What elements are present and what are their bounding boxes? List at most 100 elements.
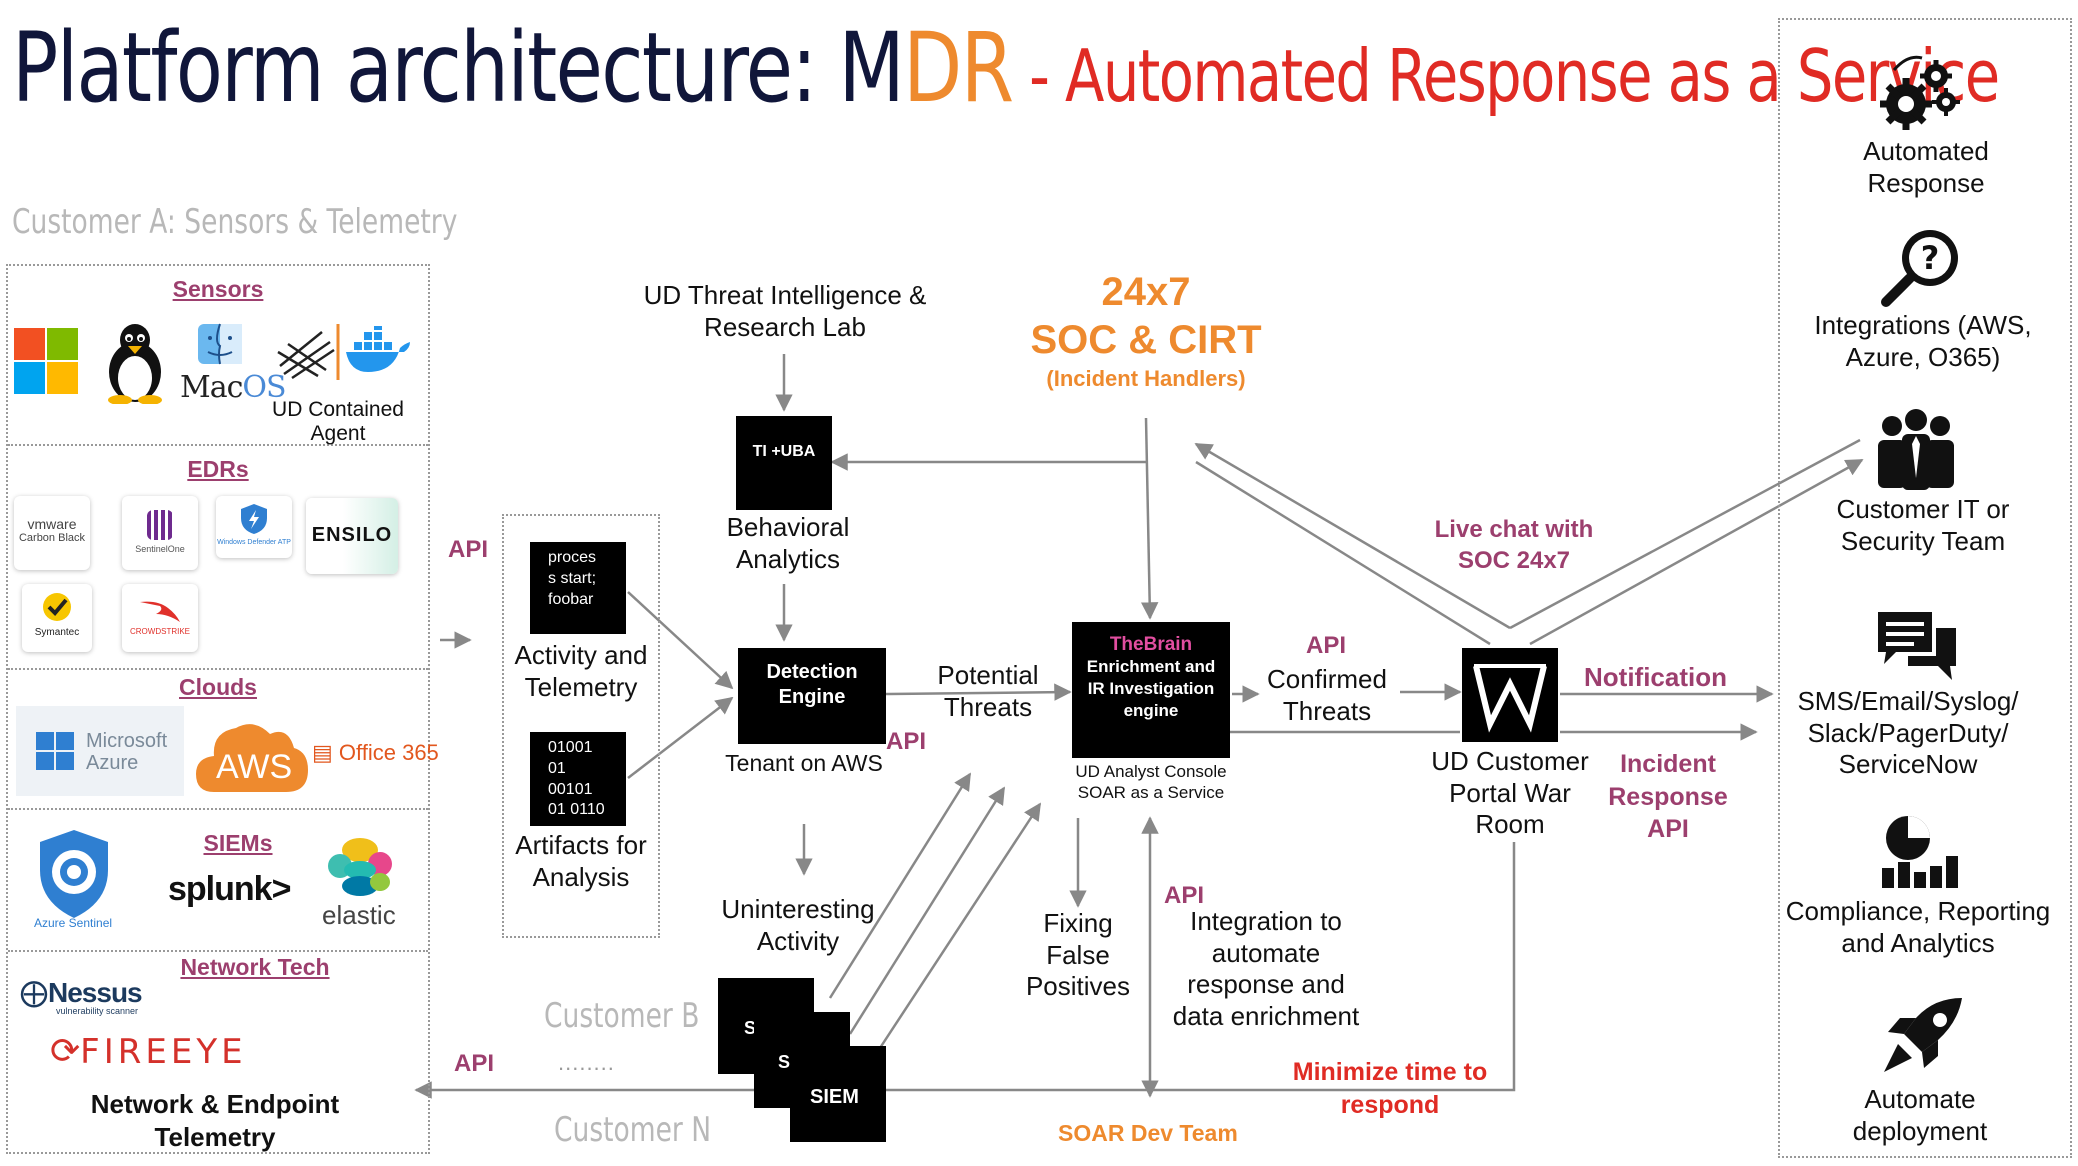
- siem-block-3: SIEM: [790, 1046, 886, 1142]
- arrow-detection-to-brain: [885, 683, 1072, 701]
- api-label-integration: API: [1164, 882, 1205, 909]
- arrow-portal-to-soc-b: [1195, 460, 1491, 646]
- customer-a-section-title: Customer A: Sensors & Telemetry: [12, 202, 458, 242]
- artifacts-label: Artifacts for Analysis: [515, 830, 647, 892]
- gears-icon: [1880, 55, 1960, 130]
- divider-2: [8, 668, 428, 670]
- minimize-time-label: Minimize time to respond: [1292, 1058, 1488, 1119]
- automate-deployment-label: Automate deployment: [1852, 1084, 1988, 1146]
- arrow-siem-2: [848, 786, 1006, 1035]
- svg-text:?: ?: [1921, 239, 1940, 277]
- api-label-bottom-left: API: [454, 1050, 495, 1077]
- ensilo-logo: ENSILO: [306, 498, 398, 574]
- behavioral-analytics-label: Behavioral Analytics: [726, 512, 850, 574]
- sensors-header: Sensors: [172, 276, 264, 302]
- siems-header: SIEMs: [203, 830, 273, 856]
- network-tech-header: Network Tech: [180, 954, 330, 980]
- automated-response-label: Automated Response: [1863, 136, 1989, 198]
- office365-logo: ▤ Office 365: [312, 740, 439, 765]
- ud-agent-label: UD Contained Agent: [272, 398, 404, 446]
- activity-telemetry-label: Activity and Telemetry: [514, 640, 648, 702]
- customer-a-panel: [6, 264, 430, 1154]
- docker-icon: [346, 326, 410, 372]
- chat-icon: [1878, 612, 1956, 680]
- binary-block: 01001 01 00101 01 0110: [530, 732, 626, 826]
- arrow-activity-to-detection: [627, 591, 734, 690]
- azure-sentinel-icon: [40, 830, 108, 918]
- splunk-logo: splunk>: [168, 870, 291, 908]
- elastic-label: elastic: [322, 900, 396, 930]
- compliance-label: Compliance, Reporting and Analytics: [1785, 896, 2051, 958]
- crowdstrike-logo: CROWDSTRIKE: [122, 584, 198, 652]
- api-label-confirmed: API: [1306, 632, 1347, 659]
- customer-portal-label: UD Customer Portal War Room: [1431, 746, 1589, 840]
- linux-penguin-icon: [108, 324, 162, 404]
- edrs-header: EDRs: [187, 456, 249, 482]
- fireeye-logo: ⟳FIREEYE: [50, 1030, 247, 1072]
- macos-finder-icon: [198, 323, 242, 365]
- portal-w-icon[interactable]: [1462, 648, 1558, 742]
- confirmed-threats-label: Confirmed Threats: [1267, 664, 1387, 726]
- arrow-siem-1: [828, 772, 972, 999]
- potential-threats-label: Potential Threats: [937, 660, 1039, 722]
- thebrain-title: TheBrain: [1109, 634, 1193, 655]
- api-label-potential: API: [886, 728, 927, 755]
- incident-handlers-label: (Incident Handlers): [1046, 366, 1246, 391]
- ti-uba-block: TI +UBA: [736, 416, 832, 510]
- sentinelone-logo: SentinelOne: [122, 496, 198, 570]
- customer-b-label: Customer B: [544, 996, 700, 1036]
- nessus-logo: ⨁Nessus vulnerability scanner: [20, 977, 143, 1016]
- fixing-false-positives-label: Fixing False Positives: [1025, 908, 1131, 1002]
- aws-label: AWS: [216, 748, 293, 786]
- network-endpoint-label: Network & Endpoint Telemetry: [90, 1089, 340, 1152]
- rocket-icon: [1884, 998, 1962, 1072]
- customers-ellipsis: ........: [558, 1050, 615, 1075]
- sms-email-label: SMS/Email/Syslog/ Slack/PagerDuty/ Servi…: [1797, 686, 2019, 780]
- telemetry-panel: [502, 514, 660, 938]
- notification-label: Notification: [1584, 662, 1727, 692]
- customer-n-label: Customer N: [554, 1110, 712, 1150]
- soar-dev-team-label: SOAR Dev Team: [1058, 1120, 1238, 1146]
- integration-label: Integration to automate response and dat…: [1172, 906, 1360, 1032]
- elastic-icon: [328, 838, 392, 896]
- soc-24x7-label: 24x7: [1101, 270, 1191, 314]
- report-icon: [1882, 816, 1958, 888]
- tenant-aws-label: Tenant on AWS: [725, 750, 883, 776]
- arrow-soc-to-brain: [1140, 417, 1159, 620]
- process-block: proces s start; foobar: [530, 542, 626, 634]
- right-panel: [1778, 18, 2072, 1158]
- soc-cirt-label: SOC & CIRT: [1030, 318, 1262, 362]
- arrow-portal-to-it-a: [1509, 438, 1861, 630]
- team-icon: [1878, 409, 1954, 490]
- arrow-artifacts-to-detection: [627, 696, 734, 779]
- question-search-icon: ?: [1881, 230, 1958, 307]
- api-label-left: API: [448, 536, 489, 563]
- uninteresting-label: Uninteresting Activity: [721, 894, 875, 956]
- windows-logo-icon: [14, 328, 78, 394]
- aws-cloud-icon: [196, 724, 308, 792]
- threat-intel-label: UD Threat Intelligence & Research Lab: [643, 280, 927, 342]
- windows-defender-logo: Windows Defender ATP: [216, 496, 292, 558]
- azure-sentinel-label: Azure Sentinel: [34, 916, 113, 930]
- divider-4: [8, 950, 428, 952]
- detection-engine-block[interactable]: Detection Engine: [738, 648, 886, 744]
- analyst-console-label: UD Analyst Console SOAR as a Service: [1075, 762, 1227, 802]
- customer-it-label: Customer IT or Security Team: [1836, 494, 2010, 556]
- arrow-siem-3: [878, 802, 1042, 1049]
- ud-agent-icon: [277, 324, 340, 380]
- thebrain-body: Enrichment and IR Investigation engine: [1086, 657, 1216, 721]
- arrow-portal-to-soc-a: [1194, 442, 1511, 630]
- clouds-header: Clouds: [179, 674, 257, 700]
- integrations-label: Integrations (AWS, Azure, O365): [1814, 310, 2032, 372]
- divider-1: [8, 444, 428, 446]
- symantec-logo: Symantec: [22, 584, 92, 652]
- divider-3: [8, 808, 428, 810]
- arrow-portal-to-it-b: [1529, 458, 1864, 646]
- live-chat-label: Live chat with SOC 24x7: [1434, 516, 1594, 575]
- incident-response-api-label: Incident Response API: [1608, 750, 1728, 843]
- thebrain-block[interactable]: TheBrain Enrichment and IR Investigation…: [1072, 622, 1230, 758]
- macos-label: MacOS: [180, 370, 287, 405]
